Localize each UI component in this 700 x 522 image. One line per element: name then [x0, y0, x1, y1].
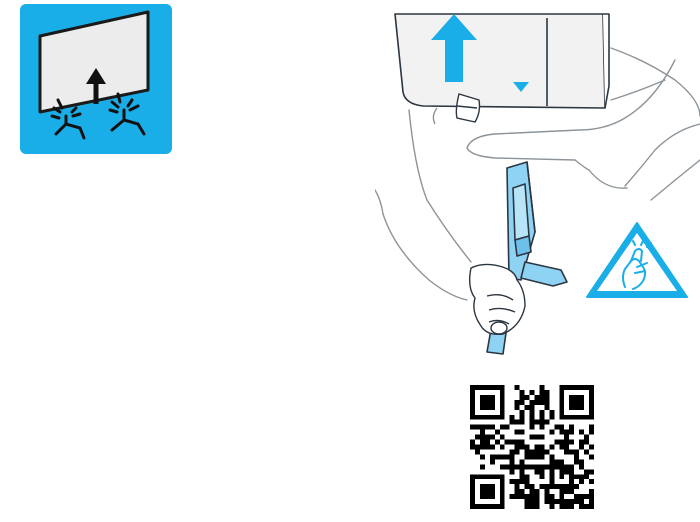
left-hand-under-tv	[432, 93, 481, 125]
pinch-hazard-warning-icon	[586, 222, 688, 298]
tv-screen-shape	[38, 10, 150, 114]
left-arm-outline	[375, 109, 472, 301]
finger-icon	[622, 240, 652, 290]
right-arm-outline	[466, 47, 700, 201]
qr-code-icon[interactable]	[470, 383, 594, 511]
qr-modules	[470, 385, 594, 509]
stand-removal-illustration	[375, 13, 700, 355]
right-stand-foot-icon	[108, 92, 146, 136]
lift-arrow-icon	[431, 14, 477, 82]
tv-lift-up-icon	[20, 4, 172, 154]
left-stand-foot-icon	[50, 98, 86, 140]
arrow-up-icon	[86, 68, 106, 104]
alignment-marker-icon	[513, 82, 529, 92]
tv-body	[394, 13, 610, 109]
gripping-hand	[468, 263, 526, 336]
